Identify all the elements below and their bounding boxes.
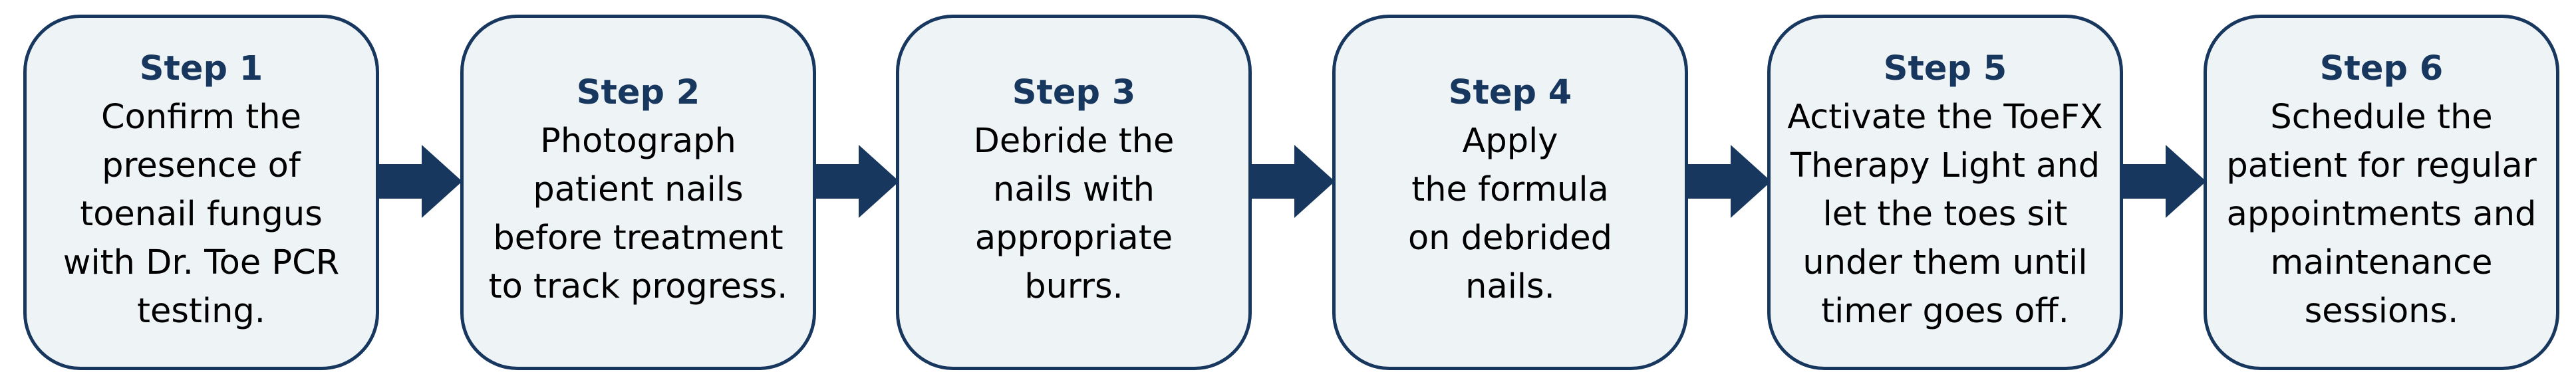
step-4-line-3: on debrided <box>1407 219 1613 258</box>
step-title-4: Step 4 <box>1448 73 1572 112</box>
step-description-3: Debride the nails with appropriate burrs… <box>974 117 1175 311</box>
step-title-1: Step 1 <box>139 49 263 88</box>
step-5-line-2: Therapy Light and <box>1790 146 2100 185</box>
arrow-right-icon <box>2123 145 2206 218</box>
arrow-right-icon <box>1688 145 1771 218</box>
step-title-6: Step 6 <box>2319 49 2444 88</box>
step-description-2: Photograph patient nails before treatmen… <box>489 117 788 311</box>
step-4-line-2: the formula <box>1411 170 1609 209</box>
step-box-6: Step 6 Schedule the patient for regular … <box>2204 15 2559 370</box>
step-1-line-4: with Dr. Toe PCR <box>63 243 340 282</box>
step-box-5: Step 5 Activate the ToeFX Therapy Light … <box>1767 15 2123 370</box>
arrow-right-icon <box>816 145 899 218</box>
step-2-line-3: before treatment <box>493 219 784 258</box>
step-2-line-4: to track progress. <box>488 267 788 306</box>
step-description-5: Activate the ToeFX Therapy Light and let… <box>1787 93 2102 336</box>
step-box-1: Step 1 Confirm the presence of toenail f… <box>23 15 379 370</box>
step-box-2: Step 2 Photograph patient nails before t… <box>460 15 816 370</box>
step-6-line-2: patient for regular <box>2226 146 2537 185</box>
step-6-line-1: Schedule the <box>2270 97 2493 137</box>
step-2-line-2: patient nails <box>533 170 744 209</box>
step-description-4: Apply the formula on debrided nails. <box>1408 117 1612 311</box>
step-6-line-5: sessions. <box>2304 291 2459 331</box>
step-5-line-4: under them until <box>1802 243 2088 282</box>
step-title-2: Step 2 <box>576 73 700 112</box>
step-title-3: Step 3 <box>1012 73 1136 112</box>
step-1-line-5: testing. <box>136 291 265 331</box>
step-3-line-3: appropriate <box>974 219 1173 258</box>
arrow-right-icon <box>379 145 462 218</box>
step-1-line-2: presence of <box>102 146 301 185</box>
step-title-5: Step 5 <box>1883 49 2007 88</box>
step-1-line-3: toenail fungus <box>80 194 323 234</box>
step-5-line-1: Activate the ToeFX <box>1787 97 2103 137</box>
step-box-4: Step 4 Apply the formula on debrided nai… <box>1332 15 1688 370</box>
step-4-line-1: Apply <box>1462 122 1558 161</box>
arrow-right-icon <box>1252 145 1335 218</box>
step-5-line-5: timer goes off. <box>1821 291 2069 331</box>
step-box-3: Step 3 Debride the nails with appropriat… <box>896 15 1252 370</box>
step-6-line-3: appointments and <box>2226 194 2537 234</box>
step-4-line-4: nails. <box>1465 267 1555 306</box>
step-description-6: Schedule the patient for regular appoint… <box>2226 93 2536 336</box>
step-3-line-4: burrs. <box>1024 267 1123 306</box>
step-3-line-1: Debride the <box>973 122 1175 161</box>
step-1-line-1: Confirm the <box>101 97 301 137</box>
step-3-line-2: nails with <box>993 170 1155 209</box>
step-2-line-1: Photograph <box>540 122 736 161</box>
step-6-line-4: maintenance <box>2270 243 2493 282</box>
step-5-line-3: let the toes sit <box>1822 194 2068 234</box>
step-description-1: Confirm the presence of toenail fungus w… <box>63 93 339 336</box>
